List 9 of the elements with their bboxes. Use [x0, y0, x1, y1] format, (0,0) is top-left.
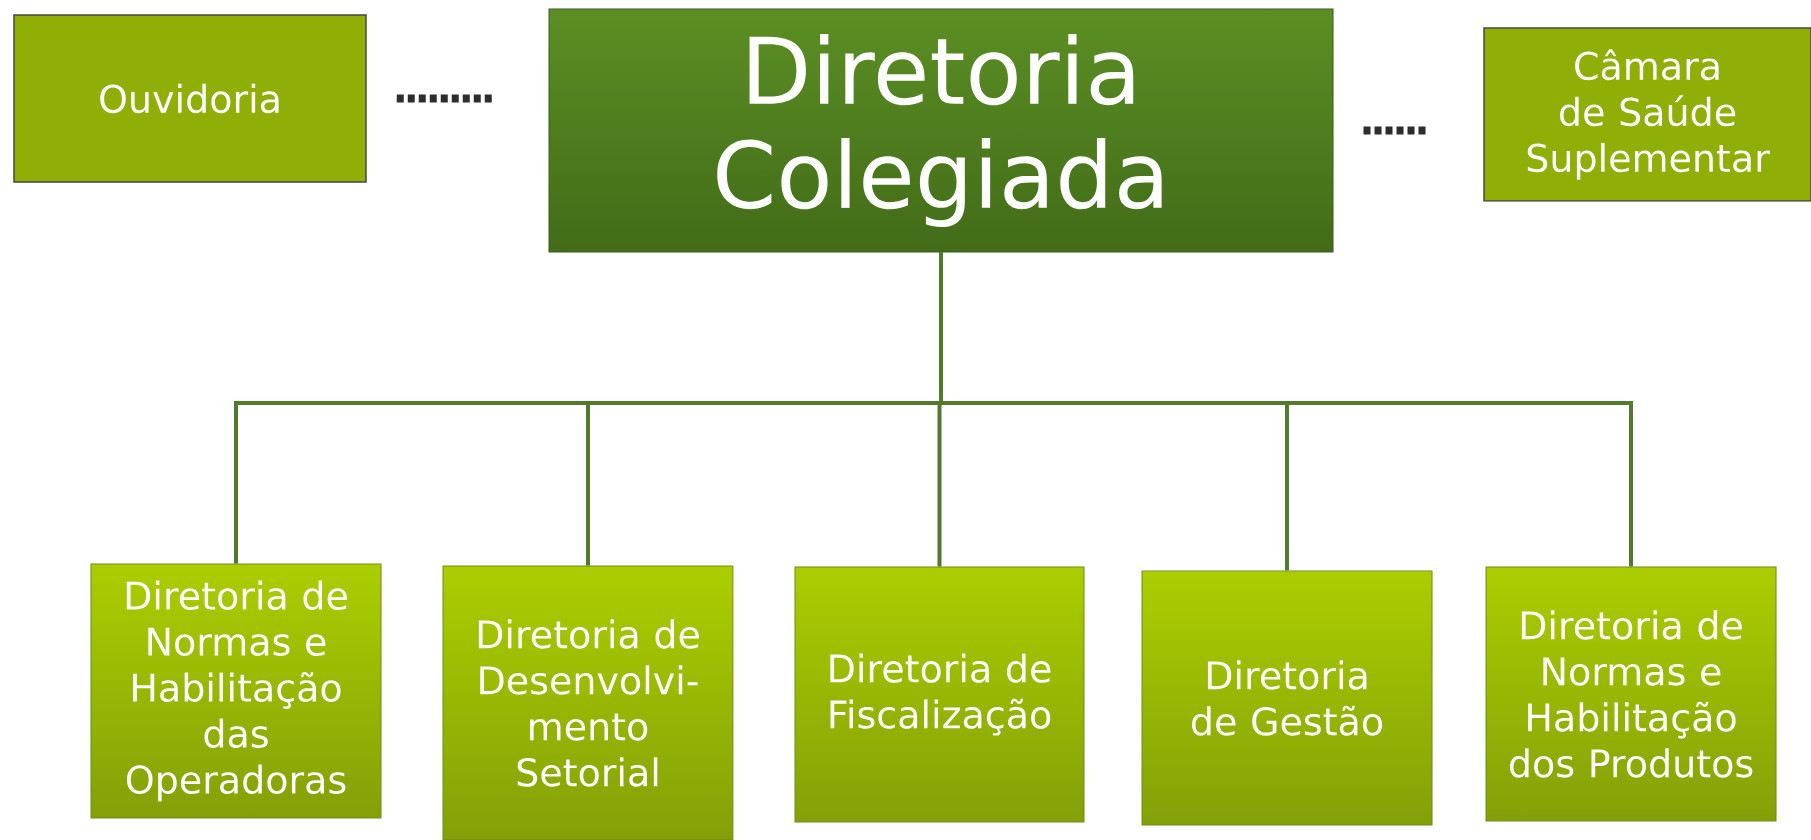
process-box: Diretoria de Gestão: [1141, 570, 1433, 826]
process-box: Diretoria de Fiscalização: [794, 566, 1085, 823]
process-box: Diretoria de Normas e Habilitação dos Produtos: [1485, 566, 1777, 822]
process-box: Diretoria de Normas e Habilitação das Operadoras: [90, 563, 382, 819]
process-box: Câmara de Saúde Suplementar: [1483, 27, 1811, 202]
connector-line: [939, 252, 1633, 567]
process-box: Diretoria Colegiada: [548, 8, 1334, 253]
process-box: Diretoria de Desenvolvi- mento Setorial: [442, 565, 734, 840]
process-box: Ouvidoria: [13, 14, 367, 183]
